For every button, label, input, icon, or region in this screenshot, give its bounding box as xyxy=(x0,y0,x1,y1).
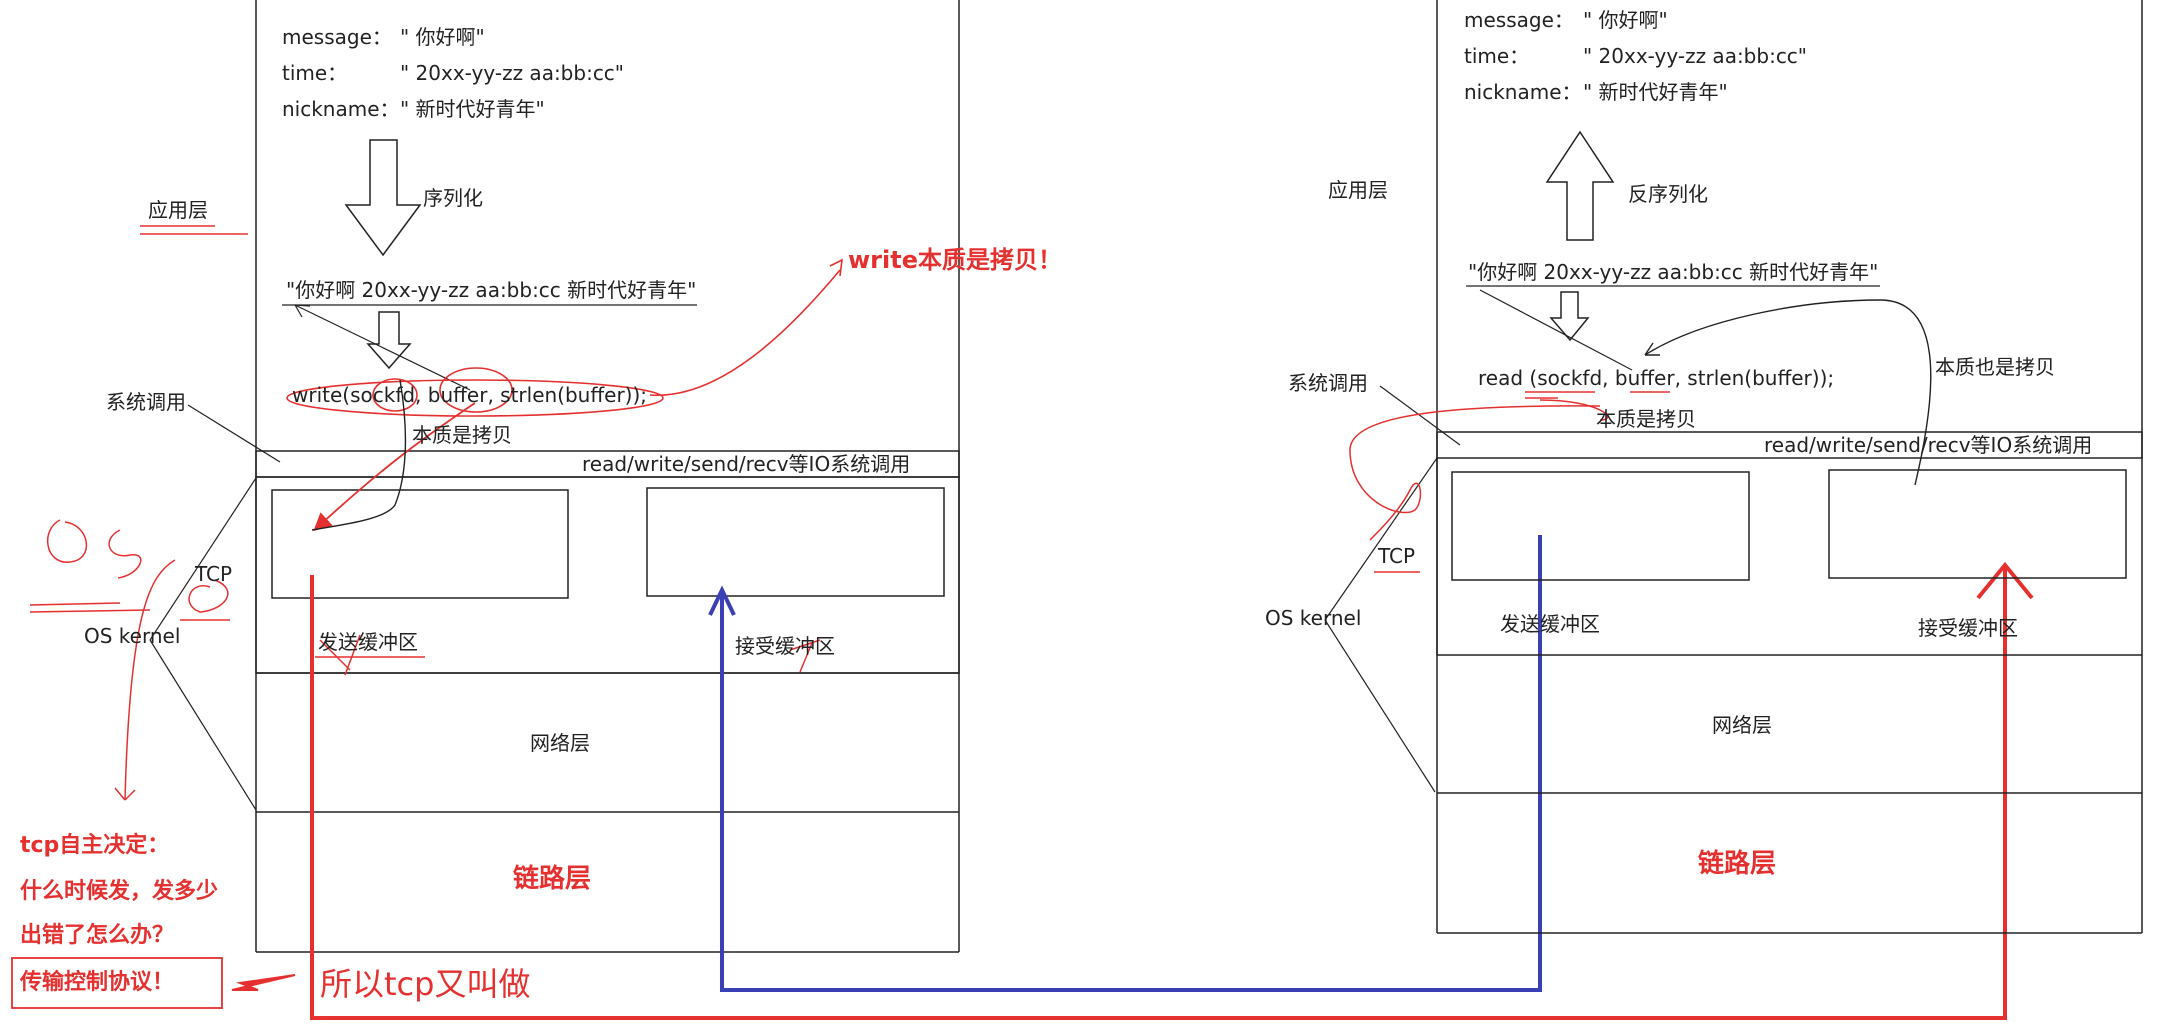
tcp-note-line3: 出错了怎么办？ xyxy=(20,923,175,948)
left-io-bar-label: read/write/send/recv等IO系统调用 xyxy=(582,452,911,476)
right-kernel-bracket xyxy=(1324,385,1461,793)
protocol-pointer-arrow xyxy=(231,974,296,991)
right-copy-curve xyxy=(1644,299,1932,486)
write-copy-annotation: write本质是拷贝！ xyxy=(848,246,1062,274)
right-message-label: message： xyxy=(1464,8,1574,32)
left-serialize-arrow xyxy=(344,139,422,257)
left-time-value: " 20xx-yy-zz aa:bb:cc" xyxy=(400,61,625,85)
right-copy-note: 本质是拷贝 xyxy=(1596,407,1696,431)
left-copy-arrow-black xyxy=(311,379,407,531)
left-recv-buffer-box xyxy=(646,487,945,597)
left-send-buffer-box xyxy=(271,489,569,599)
right-deserialize-label: 反序列化 xyxy=(1628,182,1708,206)
right-message-value: " 你好啊" xyxy=(1583,8,1668,32)
left-send-buffer-label: 发送缓冲区 xyxy=(318,630,418,654)
left-serialize-label: 序列化 xyxy=(423,186,483,210)
left-nickname-value: " 新时代好青年" xyxy=(400,97,545,121)
red-data-path-arrowhead xyxy=(1976,561,2034,600)
left-small-down-arrow xyxy=(366,311,412,370)
right-small-down-arrow xyxy=(1549,291,1590,342)
blue-data-path xyxy=(720,535,1542,992)
tcp-protocol-label: 传输控制协议！ xyxy=(20,970,175,995)
right-recv-buffer-label: 接受缓冲区 xyxy=(1918,616,2018,640)
left-serialized-string: "你好啊 20xx-yy-zz aa:bb:cc 新时代好青年" xyxy=(286,278,697,302)
right-network-layer: 网络层 xyxy=(1712,713,1772,737)
left-syscall: write(sockfd, buffer, strlen(buffer)); xyxy=(292,383,648,407)
left-host-frame xyxy=(255,0,960,953)
left-return-arrow xyxy=(294,304,471,391)
left-tcp-box xyxy=(255,476,960,674)
left-message-value: " 你好啊" xyxy=(400,25,485,49)
right-layer-kernel: OS kernel xyxy=(1265,606,1362,630)
left-app-underline xyxy=(140,225,248,235)
so-tcp-label: 所以tcp又叫做 xyxy=(320,965,531,1003)
left-layer-kernel: OS kernel xyxy=(84,624,181,648)
right-layer-tcp: TCP xyxy=(1378,544,1416,568)
right-read-return xyxy=(1479,289,1633,371)
left-copy-arrow xyxy=(313,402,476,532)
tcp-note-line2: 什么时候发，发多少 xyxy=(20,879,219,904)
left-layer-app: 应用层 xyxy=(148,198,208,222)
right-link-layer: 链路层 xyxy=(1698,849,1777,879)
protocol-box xyxy=(11,957,223,1009)
right-nickname-label: nickname： xyxy=(1464,80,1582,104)
right-recv-buffer-box xyxy=(1828,469,2127,579)
left-recv-buffer-label: 接受缓冲区 xyxy=(735,634,835,658)
left-link-layer: 链路层 xyxy=(513,864,592,894)
right-copy-curve-head xyxy=(1644,342,1660,356)
os-scribble xyxy=(29,519,821,801)
right-red-scribble xyxy=(1349,391,1670,573)
right-layer-syscall: 系统调用 xyxy=(1288,371,1368,395)
left-time-label: time： xyxy=(282,61,348,85)
left-network-layer: 网络层 xyxy=(530,731,590,755)
tcp-note-line1: tcp自主决定： xyxy=(20,833,170,858)
right-serialized-string: "你好啊 20xx-yy-zz aa:bb:cc 新时代好青年" xyxy=(1468,260,1879,284)
right-copy-note-2: 本质也是拷贝 xyxy=(1935,355,2055,379)
left-nickname-label: nickname： xyxy=(282,97,400,121)
right-time-value: " 20xx-yy-zz aa:bb:cc" xyxy=(1583,44,1808,68)
left-write-scribble xyxy=(286,258,843,417)
right-deserialize-arrow xyxy=(1545,130,1615,241)
right-host-frame xyxy=(1436,0,2143,934)
right-send-buffer-box xyxy=(1451,471,1750,581)
right-io-bar-label: read/write/send/recv等IO系统调用 xyxy=(1764,433,2093,457)
left-copy-note: 本质是拷贝 xyxy=(412,423,512,447)
right-syscall: read (sockfd, buffer, strlen(buffer)); xyxy=(1478,366,1835,390)
left-layer-tcp: TCP xyxy=(195,562,233,586)
right-layer-app: 应用层 xyxy=(1328,178,1388,202)
left-kernel-bracket xyxy=(149,404,281,811)
blue-data-path-arrowhead xyxy=(708,585,736,616)
right-time-label: time： xyxy=(1464,44,1530,68)
left-message-label: message： xyxy=(282,25,392,49)
left-layer-syscall: 系统调用 xyxy=(106,390,186,414)
left-return-arrowhead xyxy=(294,304,311,318)
right-nickname-value: " 新时代好青年" xyxy=(1583,80,1728,104)
right-send-buffer-label: 发送缓冲区 xyxy=(1500,612,1600,636)
right-io-bar xyxy=(1436,431,2143,459)
